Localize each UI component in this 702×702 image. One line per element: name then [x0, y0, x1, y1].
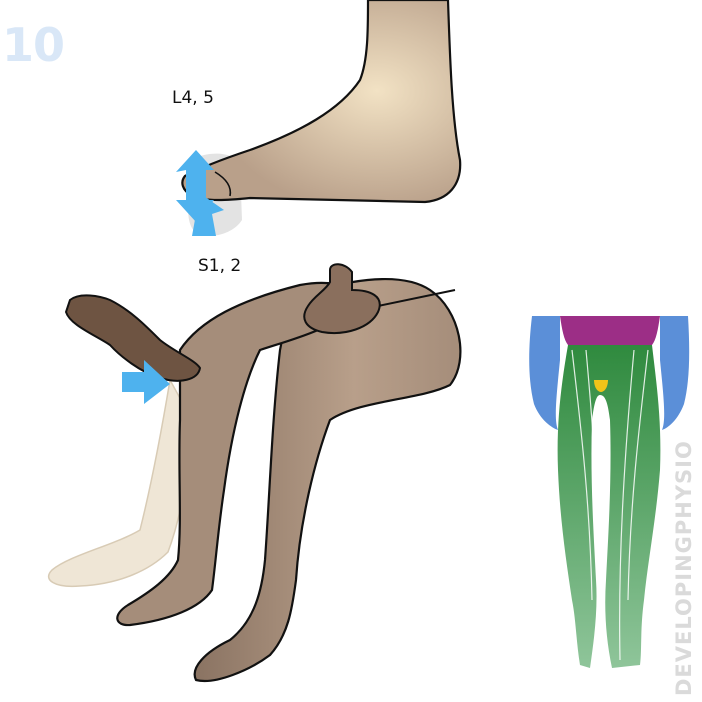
- panel-number: 10: [2, 18, 65, 72]
- brand-watermark: DEVELOPINGPHYSIO: [672, 440, 696, 696]
- toe-roots-label: L4, 5: [172, 88, 214, 108]
- dermatome-legs: [557, 345, 661, 668]
- toe-crease: [214, 171, 232, 197]
- dermatome-trunk: [560, 316, 660, 345]
- toe-movement-arrow: [176, 150, 224, 236]
- ankle-push-arrow: [122, 360, 170, 404]
- seated-legs-illustration: [47, 263, 462, 683]
- dermatome-right-arm: [660, 316, 690, 430]
- examiner-arm: [64, 294, 202, 382]
- foot-illustration: [181, 0, 462, 236]
- ghost-leg-shape: [47, 377, 193, 588]
- foot-shape: [181, 0, 462, 204]
- dermatome-figure: [529, 316, 690, 668]
- examiner-hand-thigh: [303, 263, 381, 334]
- dermatome-left-arm: [529, 316, 560, 430]
- right-leg-shape: [193, 277, 462, 683]
- ankle-roots-label: S1, 2: [198, 256, 242, 276]
- dermatome-groin: [594, 380, 608, 392]
